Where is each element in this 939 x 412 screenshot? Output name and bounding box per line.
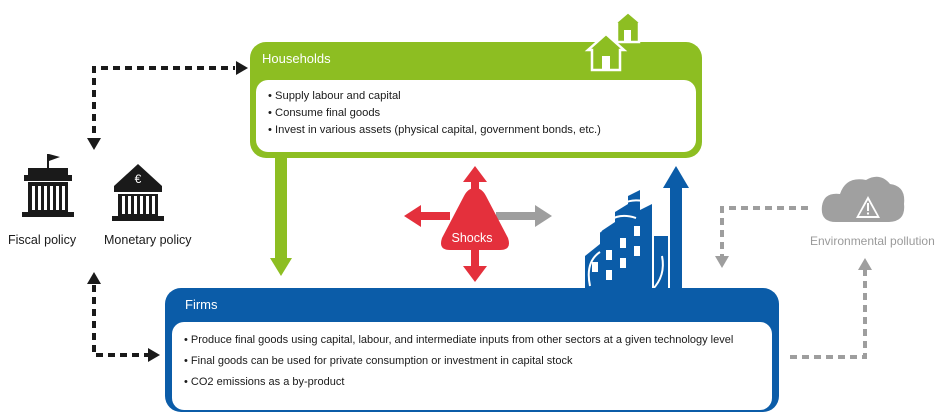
firms-list-item: CO2 emissions as a by-product [184, 372, 760, 393]
pollution-cloud-icon [821, 176, 905, 222]
monetary-policy-bank-icon [112, 164, 164, 221]
environmental-pollution-label: Environmental pollution [810, 234, 935, 248]
policy-connector-bottom [92, 285, 148, 357]
households-to-firms-arrowhead [270, 258, 292, 276]
monetary-policy-label: Monetary policy [104, 233, 192, 247]
policy-connector-top [92, 66, 235, 145]
shocks-icon [404, 166, 552, 282]
firms-to-households-arrow-shaft [670, 186, 682, 290]
factory-icon [585, 190, 668, 291]
policy-arrowhead-to-policy-bottom [87, 272, 101, 284]
environment-connector-bottom [790, 270, 867, 359]
households-list: Supply labour and capital Consume final … [268, 88, 684, 139]
households-list-item: Consume final goods [268, 105, 684, 122]
households-content: Supply labour and capital Consume final … [256, 80, 696, 152]
firms-to-households-arrowhead [663, 166, 689, 188]
firms-list-item: Produce final goods using capital, labou… [184, 330, 760, 351]
firms-content: Produce final goods using capital, labou… [172, 322, 772, 410]
firms-list: Produce final goods using capital, labou… [184, 330, 760, 393]
environment-arrowhead-to-pollution [858, 258, 872, 270]
households-box: Households Supply labour and capital Con… [250, 42, 702, 158]
policy-arrowhead-to-firms [148, 348, 160, 362]
firms-box: Firms Produce final goods using capital,… [165, 288, 779, 412]
environment-connector-top [720, 206, 808, 258]
households-to-firms-arrow-shaft [275, 150, 287, 260]
policy-arrowhead-to-policy-top [87, 138, 101, 150]
policy-arrowhead-to-households [236, 61, 248, 75]
households-list-item: Supply labour and capital [268, 88, 684, 105]
fiscal-policy-label: Fiscal policy [8, 233, 77, 247]
firms-list-item: Final goods can be used for private cons… [184, 351, 760, 372]
households-list-item: Invest in various assets (physical capit… [268, 122, 684, 139]
environment-arrowhead-to-firms [715, 256, 729, 268]
currency-symbol: € [135, 172, 142, 186]
fiscal-policy-building-icon [22, 154, 74, 217]
firms-title: Firms [185, 297, 218, 312]
households-title: Households [262, 51, 331, 66]
shocks-label: Shocks [451, 231, 493, 245]
